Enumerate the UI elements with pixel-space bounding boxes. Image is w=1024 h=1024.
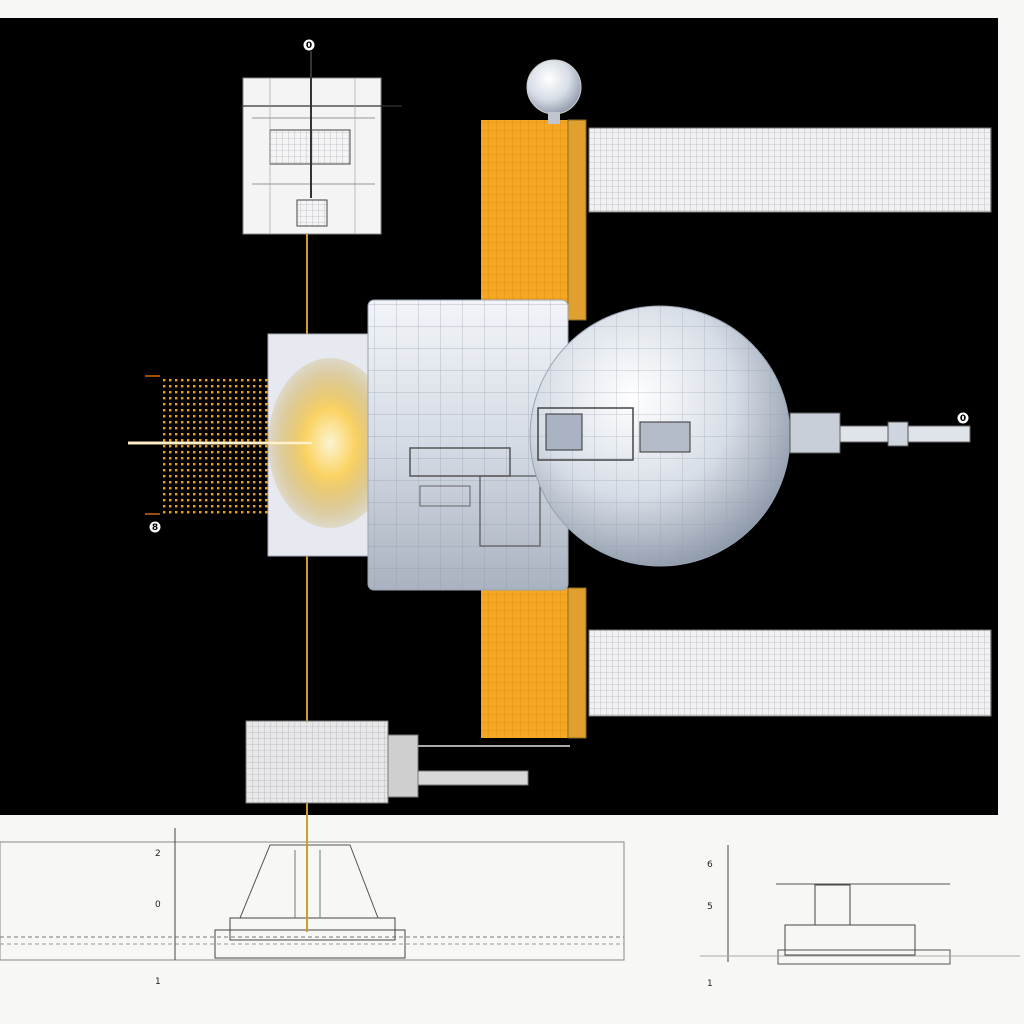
lower-truss-module bbox=[245, 720, 570, 804]
svg-text:0: 0 bbox=[306, 41, 312, 51]
main-sphere-module bbox=[529, 305, 791, 567]
marker-right: 0 bbox=[956, 411, 970, 425]
left-radiator-grid bbox=[145, 375, 270, 515]
elevation-right bbox=[700, 845, 1020, 965]
lower-orange-panel bbox=[481, 587, 587, 739]
lower-solar-array bbox=[588, 629, 992, 717]
scale-label-left-3: 1 bbox=[155, 977, 161, 987]
engine-glow bbox=[128, 358, 392, 528]
scale-label-left-2: 0 bbox=[155, 900, 161, 910]
inset-schematic bbox=[242, 77, 402, 235]
scale-label-right-1: 6 bbox=[707, 860, 713, 870]
marker-left: 8 bbox=[148, 520, 162, 534]
scale-label-right-3: 1 bbox=[707, 979, 713, 989]
upper-solar-array bbox=[588, 127, 992, 213]
spacecraft-diagram: 0 bbox=[128, 38, 992, 815]
upper-orange-panel bbox=[481, 119, 587, 321]
scale-label-right-2: 5 bbox=[707, 902, 713, 912]
marker-top: 0 bbox=[302, 38, 316, 52]
svg-text:8: 8 bbox=[152, 523, 158, 533]
main-cylinder bbox=[367, 299, 569, 591]
diagram-panel: 0 bbox=[0, 18, 998, 815]
scale-label-left-1: 2 bbox=[155, 849, 161, 859]
docking-boom bbox=[789, 412, 971, 454]
svg-text:0: 0 bbox=[960, 414, 966, 424]
elevation-left bbox=[0, 815, 625, 961]
top-sensor-sphere bbox=[526, 59, 582, 124]
